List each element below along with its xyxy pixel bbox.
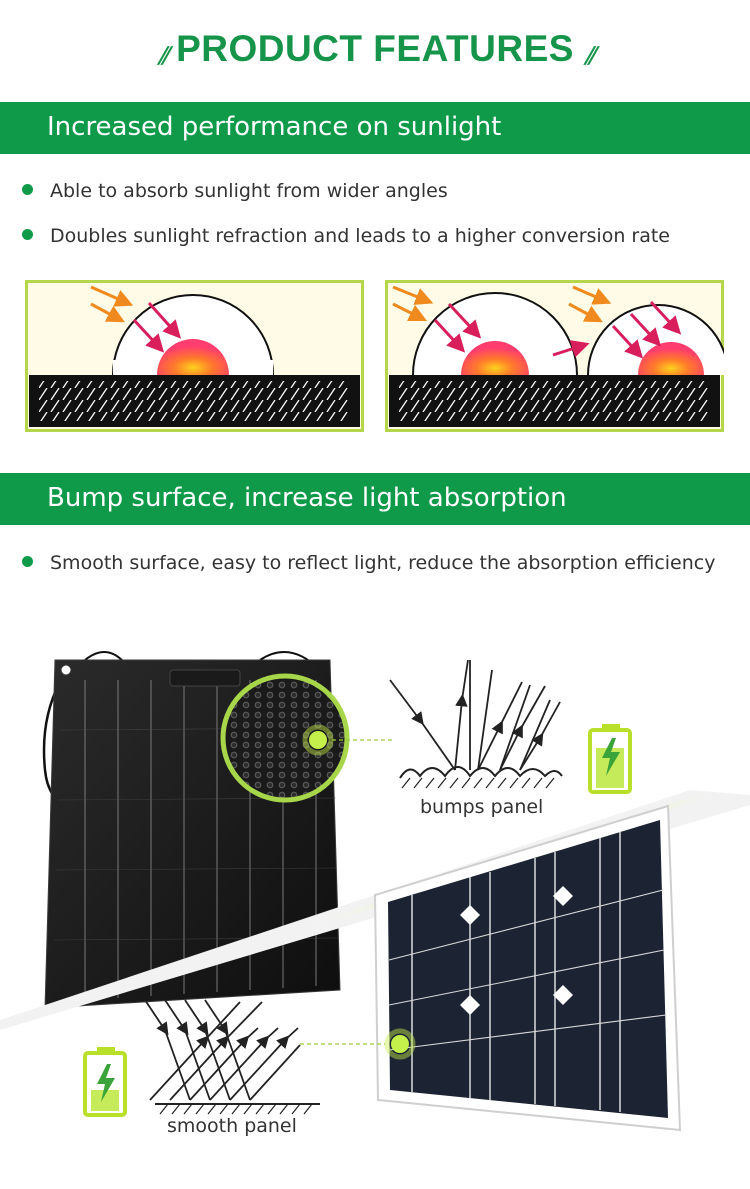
bullet-item: Doubles sunlight refraction and leads to… <box>22 225 670 247</box>
bullet-dot-icon <box>22 556 33 567</box>
title-left-decor-icon: ⫽ <box>157 42 169 70</box>
single-dome-diagram <box>25 280 364 432</box>
section-heading-sunlight: Increased performance on sunlight <box>0 102 750 154</box>
bullet-text: Doubles sunlight refraction and leads to… <box>50 225 670 247</box>
panel-comparison-illustration: bumps panel <box>0 651 750 1137</box>
title-right-decor-icon: ⫽ <box>584 42 595 70</box>
bullet-dot-icon <box>22 229 33 240</box>
bullet-item: Able to absorb sunlight from wider angle… <box>22 180 448 202</box>
page-title: PRODUCT FEATURES <box>176 28 574 69</box>
bullet-item: Smooth surface, easy to reflect light, r… <box>22 552 715 574</box>
battery-low-icon <box>83 1047 127 1117</box>
bullet-text: Able to absorb sunlight from wider angle… <box>50 180 448 202</box>
bumps-panel-label: bumps panel <box>420 796 543 818</box>
bullet-dot-icon <box>22 184 33 195</box>
double-dome-diagram <box>385 280 724 432</box>
section-heading-bump-surface: Bump surface, increase light absorption <box>0 473 750 525</box>
page-header: ⫽ PRODUCT FEATURES ⫽ <box>0 28 750 71</box>
bullet-text: Smooth surface, easy to reflect light, r… <box>50 552 716 574</box>
smooth-panel-label: smooth panel <box>167 1115 297 1137</box>
battery-icon <box>588 724 632 794</box>
